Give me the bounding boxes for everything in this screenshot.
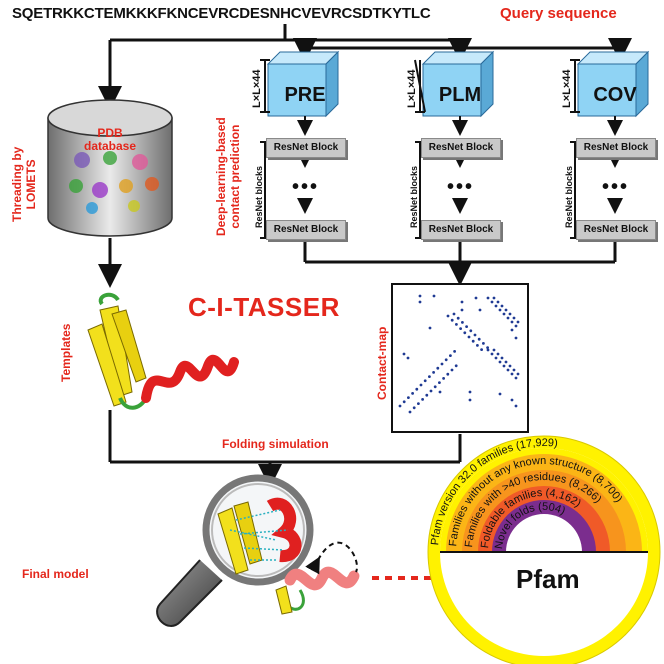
pdb-database-cylinder [47,99,173,237]
cube-label-cov: COV [593,84,637,106]
dim-label-pre: L×L×44 [251,69,263,108]
method-title: C-I-TASSER [188,292,340,322]
dim-label-plm: L×L×44 [406,69,418,108]
resnet-block-plm-last: ResNet Block [421,220,501,240]
resnet-blocks-label-cov: ResNet blocks [564,165,574,228]
deep-learning-label: Deep-learning-based contact prediction [214,117,242,236]
network-connectors [297,116,623,214]
ellipsis-plm: ••• [447,176,475,198]
cube-label-pre: PRE [284,84,326,106]
template-structure [87,292,239,410]
ellipsis-pre: ••• [292,176,320,198]
pfam-rings: Pfam version 32.0 families (17,929)Famil… [427,435,661,664]
feature-cubes [266,50,650,118]
templates-label: Templates [59,323,73,382]
resnet-block-cov-first: ResNet Block [576,138,656,158]
pdb-label-line1: PDB [97,126,123,140]
threading-label-line1: Threading by [10,146,24,222]
resnet-block-pre-first: ResNet Block [266,138,346,158]
pdb-database-label: PDB database [80,127,140,153]
ellipsis-cov: ••• [602,176,630,198]
network-merge-lines [303,240,617,286]
resnet-blocks-label-pre: ResNet blocks [254,165,264,228]
cube-plm [421,50,495,118]
dl-label-line1: Deep-learning-based [214,117,228,236]
dl-label-line2: contact prediction [228,124,242,229]
cube-pre [266,50,340,118]
contact-map-label: Contact-map [375,326,389,400]
dim-label-cov: L×L×44 [561,69,573,108]
resnet-block-cov-last: ResNet Block [576,220,656,240]
threading-label: Threading by LOMETS [10,147,38,222]
magnifier-icon [156,474,314,627]
contact-map-dots [398,294,520,414]
resnet-block-plm-first: ResNet Block [421,138,501,158]
final-model-structure [275,541,504,615]
resnet-block-pre-last: ResNet Block [266,220,346,240]
resnet-blocks-label-plm: ResNet blocks [409,165,419,228]
contact-map-frame [391,283,529,433]
pdb-label-line2: database [83,139,137,153]
folding-simulation-label: Folding simulation [222,437,329,451]
query-sequence-label: Query sequence [500,5,617,22]
final-model-label: Final model [22,567,89,581]
cube-label-plm: PLM [438,84,482,106]
query-sequence-text: SQETRKKCTEMKKKFKNCEVRCDESNHCVEVRCSDTKYTL… [12,5,431,22]
query-connector [98,24,632,110]
pdb-structures-thumbnails [69,151,159,214]
cube-cov [576,50,650,118]
threading-label-line2: LOMETS [24,159,38,210]
pfam-title: Pfam [516,564,580,594]
